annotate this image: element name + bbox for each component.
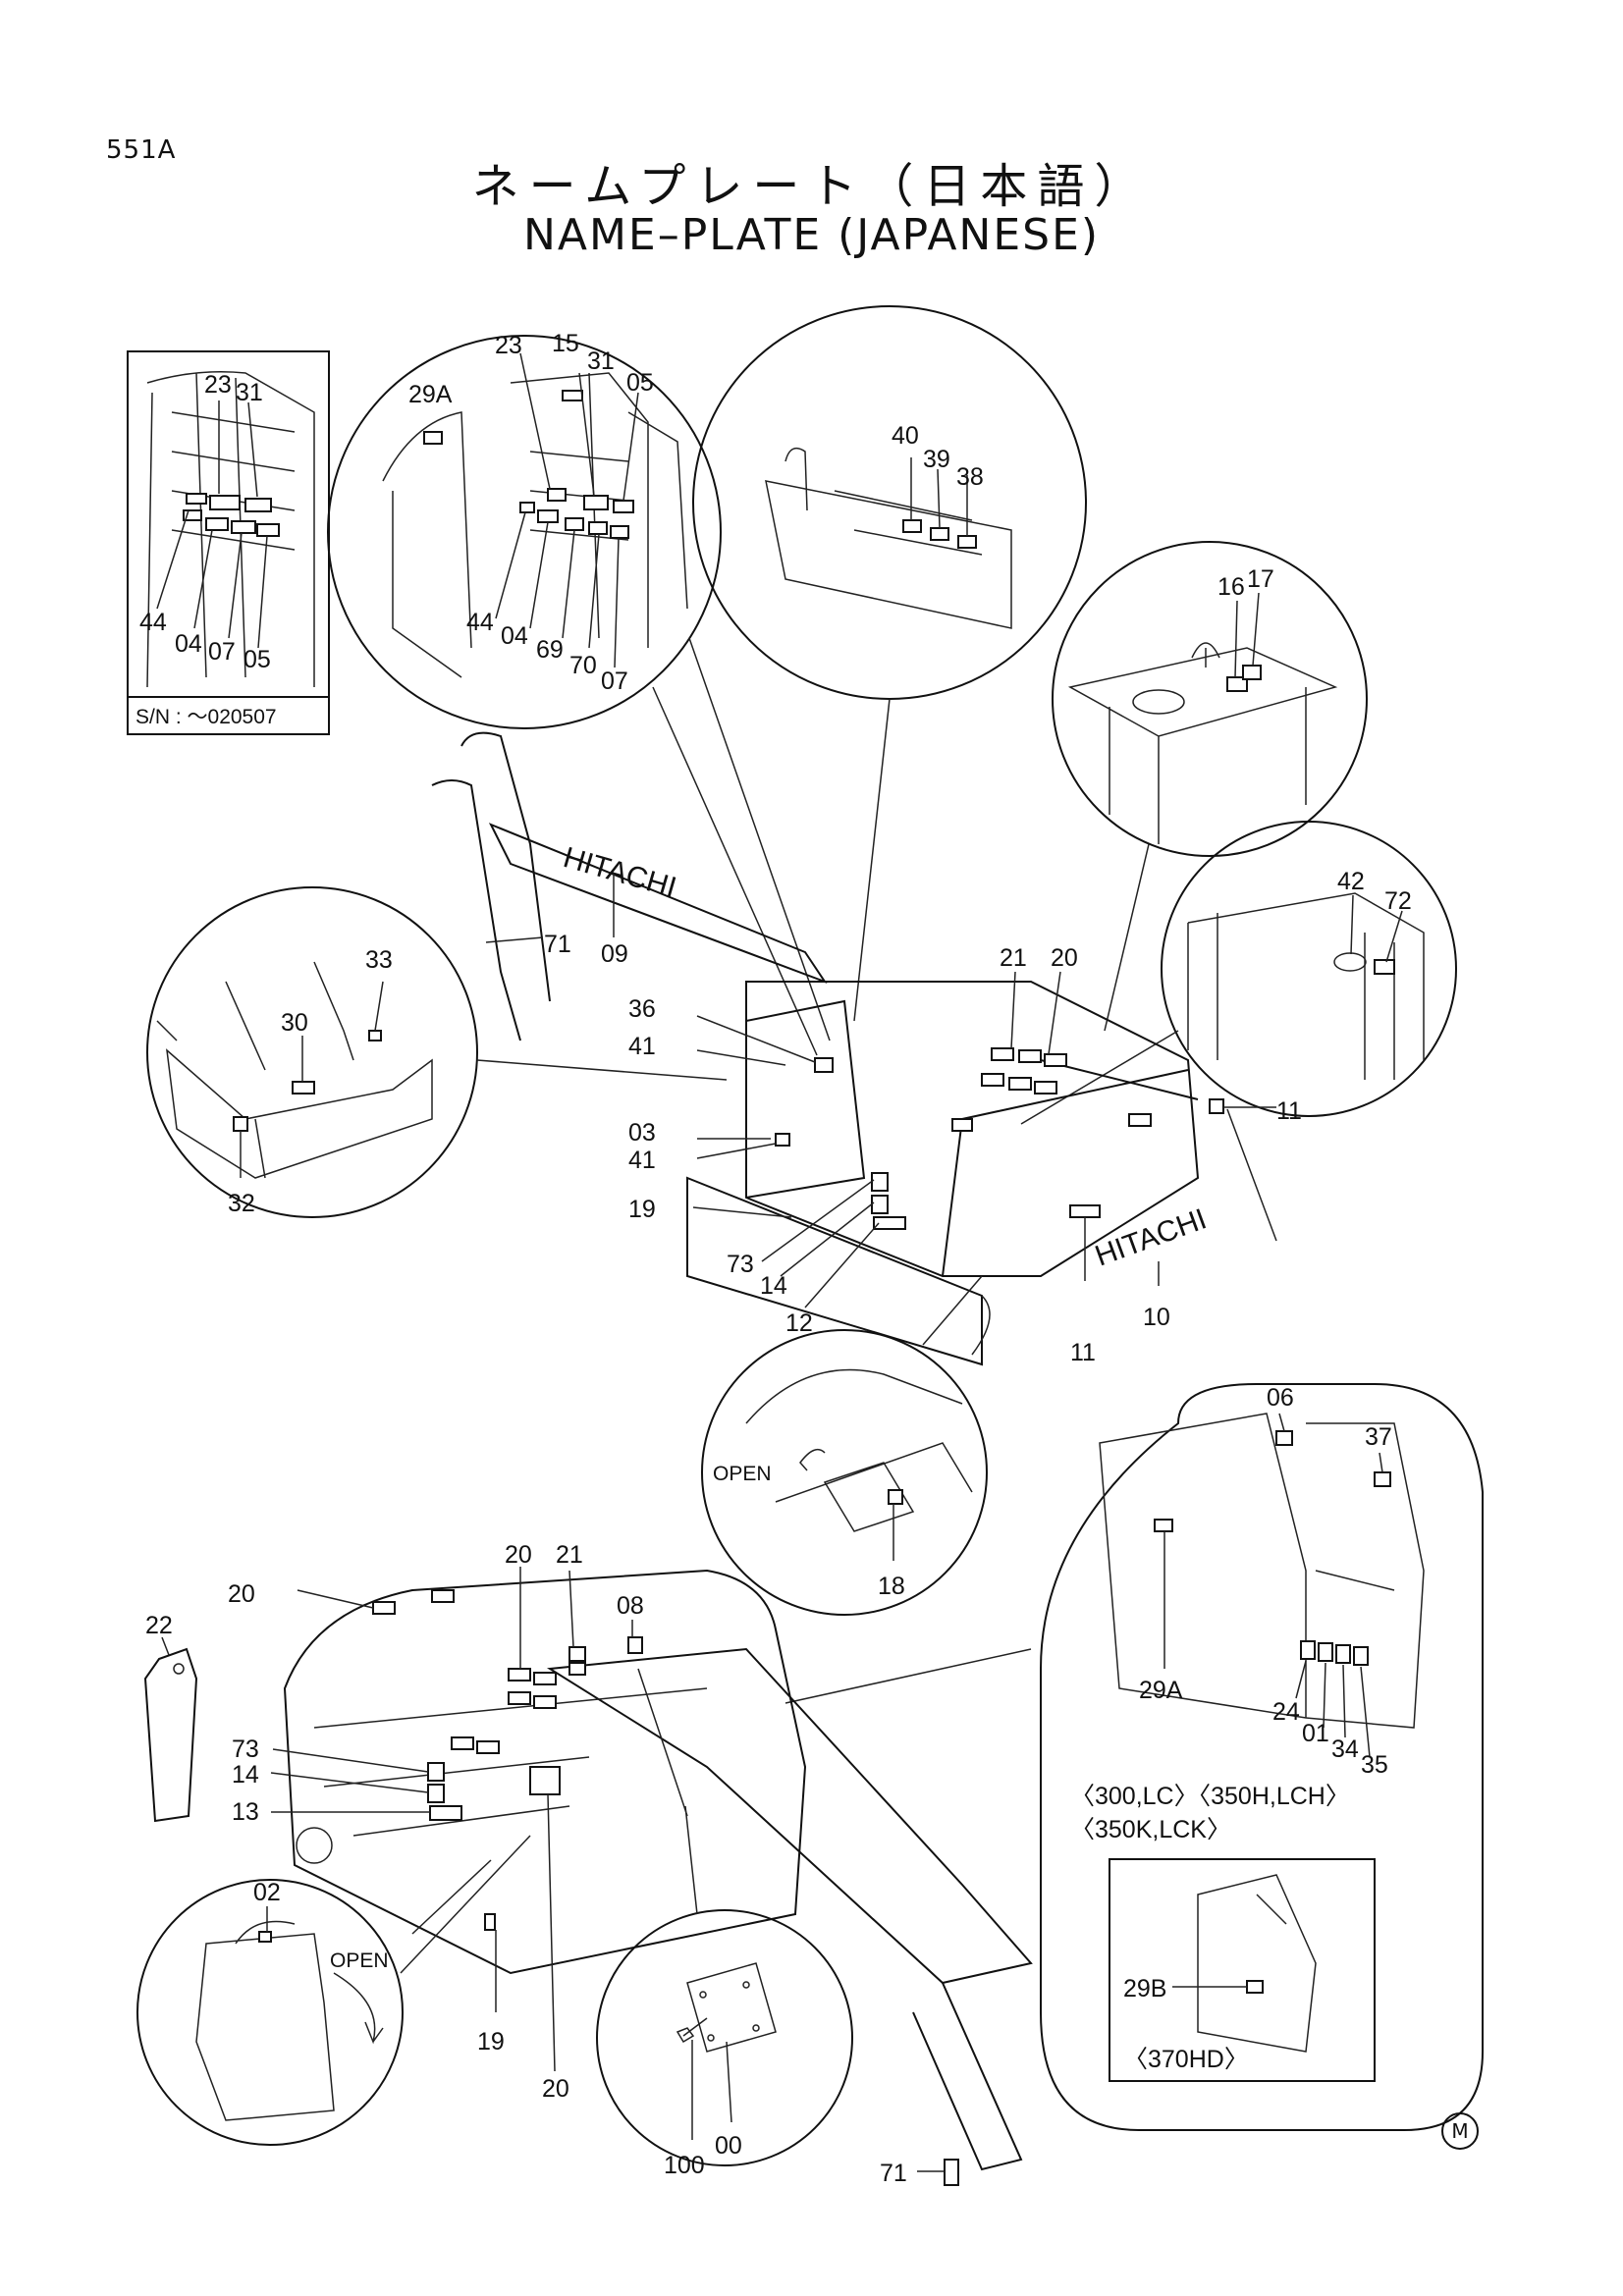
callout-69: 69: [536, 636, 564, 664]
callout-20-bottom: 20: [542, 2075, 569, 2103]
callout-100: 100: [664, 2152, 705, 2179]
variant-label-b: 〈350K,LCK〉: [1070, 1816, 1231, 1843]
callout-73-top: 73: [727, 1251, 754, 1278]
cab-detail-circle: 29A 23 15 31 05 44 04 69 70 07: [327, 330, 831, 1056]
variant-label-a: 〈300,LC〉〈350H,LCH〉: [1070, 1783, 1350, 1810]
callout-29A-top: 29A: [408, 381, 453, 408]
callout-34: 34: [1331, 1735, 1359, 1763]
callout-10: 10: [1143, 1304, 1170, 1331]
callout-05: 05: [626, 369, 654, 397]
callout-41-lower: 41: [628, 1147, 656, 1174]
callout-20-mid: 20: [505, 1541, 532, 1569]
callout-37: 37: [1365, 1423, 1392, 1451]
tag-22: 22: [143, 1612, 198, 1823]
callout-71-bottom: 71: [880, 2160, 907, 2187]
boom-brand-text: HITACHI: [560, 841, 679, 904]
callout-39: 39: [923, 446, 950, 473]
callout-07-inset: 07: [208, 638, 236, 666]
callout-02: 02: [253, 1879, 281, 1906]
callout-17: 17: [1247, 565, 1274, 593]
callout-21-rear: 21: [556, 1541, 583, 1569]
variant-label-c: 〈370HD〉: [1123, 2046, 1249, 2073]
callout-22: 22: [145, 1612, 173, 1639]
excavator-rear-view: 20 20 21 08 73 14 13 19 20 71: [228, 1541, 1033, 2187]
battery-detail-circle: 16 17: [1052, 541, 1368, 1032]
callout-23: 23: [495, 332, 522, 359]
callout-11-bottom: 11: [1070, 1339, 1096, 1366]
callout-12: 12: [785, 1309, 813, 1337]
serial-note: S/N : ～020507: [135, 706, 277, 728]
callout-44: 44: [466, 609, 494, 636]
hood-open-detail-circle: OPEN 18: [701, 1275, 988, 1616]
callout-40: 40: [892, 422, 919, 450]
page-title-english: NAME–PLATE (JAPANESE): [522, 210, 1101, 260]
callout-05-inset: 05: [243, 646, 271, 673]
callout-21-top: 21: [1000, 944, 1027, 972]
callout-16: 16: [1217, 573, 1245, 601]
callout-14-rear: 14: [232, 1761, 259, 1789]
callout-31: 31: [587, 347, 615, 375]
callout-01: 01: [1302, 1720, 1329, 1747]
callout-30: 30: [281, 1009, 308, 1037]
callout-08: 08: [617, 1592, 644, 1620]
counterweight-brand-text: HITACHI: [1091, 1202, 1211, 1272]
callout-14-top: 14: [760, 1272, 787, 1300]
callout-29A-cab: 29A: [1139, 1677, 1183, 1704]
callout-19-rear: 19: [477, 2028, 505, 2056]
m-mark: M: [1441, 2112, 1479, 2150]
hood-lock-detail-circle: 02 OPEN: [136, 1835, 531, 2146]
callout-20-rear: 20: [228, 1580, 255, 1608]
callout-03: 03: [628, 1119, 656, 1147]
callout-04: 04: [501, 622, 528, 650]
callout-42: 42: [1337, 868, 1365, 895]
callout-13: 13: [232, 1798, 259, 1826]
callout-72: 72: [1384, 887, 1412, 915]
callout-11-right: 11: [1276, 1097, 1302, 1125]
open-label-bottom: OPEN: [330, 1949, 389, 1972]
cab-door-detail: 06 37 29A 24 01 34 35 〈300,LC〉〈350H,LCH〉…: [784, 1383, 1484, 2131]
callout-44-inset: 44: [139, 609, 167, 636]
callout-06: 06: [1267, 1384, 1294, 1412]
callout-20-top: 20: [1051, 944, 1078, 972]
callout-35: 35: [1361, 1751, 1388, 1779]
seat-detail-circle: 30 33 32: [146, 886, 728, 1218]
callout-04-inset: 04: [175, 630, 202, 658]
page-title-japanese: ネームプレート（日本語）: [471, 159, 1152, 214]
callout-29B: 29B: [1123, 1975, 1166, 2002]
callout-15: 15: [552, 330, 579, 357]
page-code: 551A: [106, 135, 177, 165]
open-label-top: OPEN: [713, 1463, 772, 1485]
callout-07: 07: [601, 667, 628, 695]
callout-71-top: 71: [544, 931, 571, 958]
callout-38: 38: [956, 463, 984, 491]
nameplate-bolt-detail-circle: 100 00: [596, 1805, 853, 2179]
callout-19-top: 19: [628, 1196, 656, 1223]
callout-70: 70: [569, 652, 597, 679]
callout-32: 32: [228, 1190, 255, 1217]
valve-detail-circle: 40 39 38: [692, 305, 1087, 1022]
callout-73-rear: 73: [232, 1735, 259, 1763]
callout-33: 33: [365, 946, 393, 974]
callout-23-inset: 23: [204, 371, 232, 399]
radiator-detail-circle: 42 72: [1020, 821, 1457, 1125]
callout-18: 18: [878, 1573, 905, 1600]
excavator-front-view: HITACHI HITACHI 71 09 36 41 03 41 19 73 …: [431, 731, 1302, 1366]
callout-41-upper: 41: [628, 1033, 656, 1060]
callout-31-inset: 31: [236, 379, 263, 406]
callout-09: 09: [601, 940, 628, 968]
callout-00: 00: [715, 2132, 742, 2160]
serial-inset-box: 23 31 44 04 07 05 S/N : ～020507: [127, 350, 330, 735]
callout-36: 36: [628, 995, 656, 1023]
callout-24: 24: [1272, 1698, 1300, 1726]
